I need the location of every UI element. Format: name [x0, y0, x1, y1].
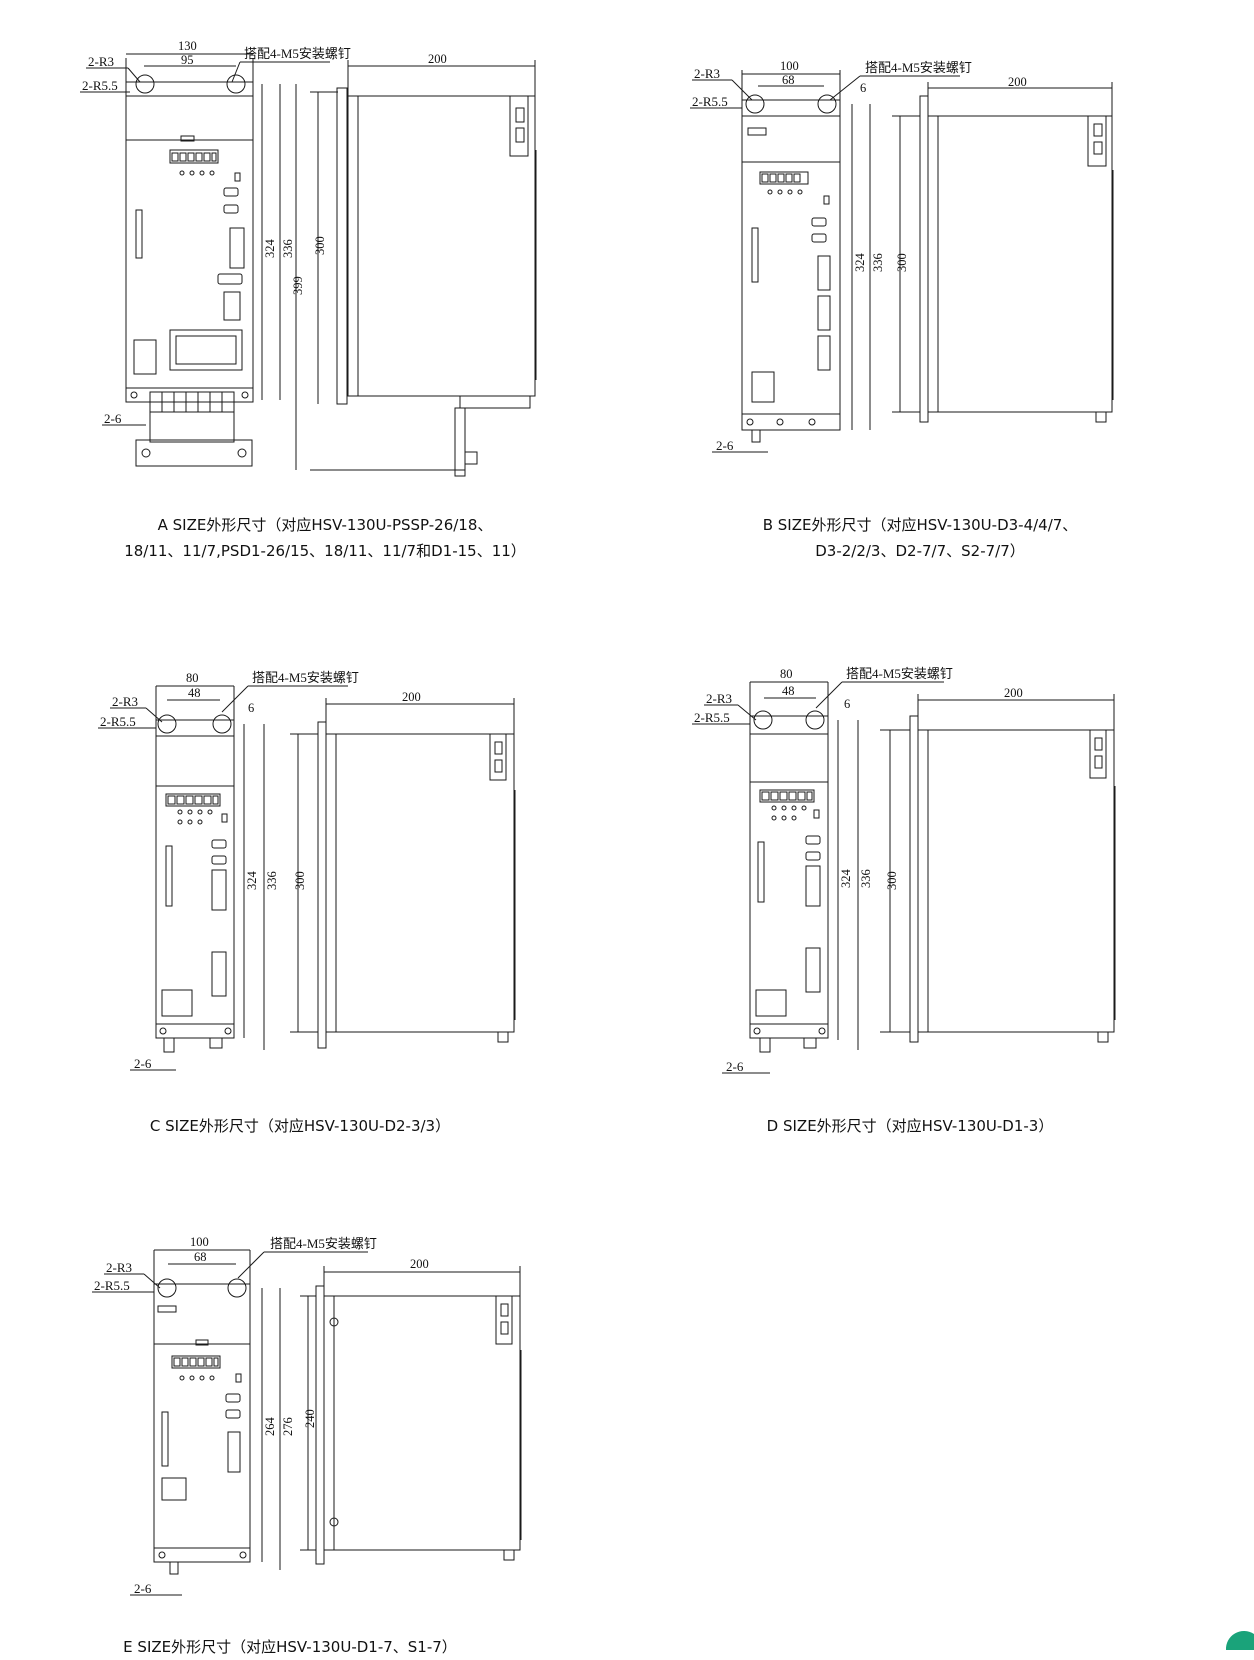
e-h1: 264: [263, 1417, 277, 1437]
corner-accent-mark: [1225, 1630, 1254, 1650]
d-h1: 324: [839, 869, 853, 889]
caption-c-line1: C SIZE外形尺寸（对应HSV-130U-D2-3/3）: [149, 1117, 451, 1135]
view-e-front: 100 68 搭配4-M5安装螺钉 2-R3 2-R5.5 2-6 264 27…: [92, 1235, 377, 1596]
c-width-outer: 80: [186, 671, 199, 685]
view-b-front: 100 68 搭配4-M5安装螺钉 6 2-R3 2-R5.5 2-6 324 …: [690, 59, 972, 453]
a-width-inner: 95: [181, 53, 194, 67]
view-a-front: 130 95 搭配4-M5安装螺钉 2-R3 2-R5.5 2-6: [80, 39, 351, 470]
c-depth-w: 200: [402, 690, 421, 704]
b-side: 6: [860, 81, 866, 95]
caption-a: A SIZE外形尺寸（对应HSV-130U-PSSP-26/18、 18/11、…: [60, 512, 590, 564]
d-bottom: 2-6: [726, 1059, 744, 1074]
b-width-outer: 100: [780, 59, 799, 73]
e-depth-w: 200: [410, 1257, 429, 1271]
e-h2: 276: [281, 1417, 295, 1436]
b-width-inner: 68: [782, 73, 795, 87]
d-r3: 2-R3: [706, 691, 732, 706]
b-mount-note: 搭配4-M5安装螺钉: [865, 60, 972, 75]
caption-b-line2: D3-2/2/3、D2-7/7、S2-7/7）: [815, 542, 1025, 560]
e-bottom: 2-6: [134, 1581, 152, 1596]
a-bottom: 2-6: [104, 411, 122, 426]
a-depth-w: 200: [428, 52, 447, 66]
d-depth-w: 200: [1004, 686, 1023, 700]
e-width-outer: 100: [190, 1235, 209, 1249]
caption-e: E SIZE外形尺寸（对应HSV-130U-D1-7、S1-7）: [70, 1634, 510, 1660]
view-b-side: 200 300: [892, 75, 1114, 423]
d-width-inner: 48: [782, 684, 795, 698]
c-h1: 324: [245, 871, 259, 891]
e-width-inner: 68: [194, 1250, 207, 1264]
b-h2: 336: [871, 253, 885, 272]
b-r3: 2-R3: [694, 66, 720, 81]
a-h3: 399: [291, 276, 305, 295]
d-width-outer: 80: [780, 667, 793, 681]
c-h2: 336: [265, 871, 279, 890]
caption-b: B SIZE外形尺寸（对应HSV-130U-D3-4/4/7、 D3-2/2/3…: [680, 512, 1160, 564]
e-r55: 2-R5.5: [94, 1278, 130, 1293]
d-h2: 336: [859, 869, 873, 888]
a-h2: 336: [281, 239, 295, 258]
view-d-front: 80 48 搭配4-M5安装螺钉 6 2-R3 2-R5.5 2-6 324 3…: [692, 666, 953, 1074]
e-r3: 2-R3: [106, 1260, 132, 1275]
a-r55: 2-R5.5: [82, 78, 118, 93]
a-mount-note: 搭配4-M5安装螺钉: [244, 46, 351, 61]
d-depth-h: 300: [885, 871, 899, 890]
c-mount-note: 搭配4-M5安装螺钉: [252, 670, 359, 685]
caption-c: C SIZE外形尺寸（对应HSV-130U-D2-3/3）: [90, 1113, 510, 1139]
b-h1: 324: [853, 253, 867, 273]
c-width-inner: 48: [188, 686, 201, 700]
e-mount-note: 搭配4-M5安装螺钉: [270, 1236, 377, 1251]
b-depth-h: 300: [895, 253, 909, 272]
e-depth-h: 240: [303, 1409, 317, 1428]
a-r3: 2-R3: [88, 54, 114, 69]
caption-a-line1: A SIZE外形尺寸（对应HSV-130U-PSSP-26/18、: [157, 516, 493, 534]
a-width-outer: 130: [178, 39, 197, 53]
d-r55: 2-R5.5: [694, 710, 730, 725]
c-r3: 2-R3: [112, 694, 138, 709]
caption-a-line2: 18/11、11/7,PSD1-26/15、18/11、11/7和D1-15、1…: [124, 542, 526, 560]
view-d-side: 200 300: [880, 686, 1116, 1043]
caption-d-line1: D SIZE外形尺寸（对应HSV-130U-D1-3）: [766, 1117, 1054, 1135]
b-bottom: 2-6: [716, 438, 734, 453]
d-side: 6: [844, 697, 850, 711]
c-bottom: 2-6: [134, 1056, 152, 1071]
view-c-front: 80 48 搭配4-M5安装螺钉 6 2-R3 2-R5.5 2-6 324 3…: [98, 670, 359, 1071]
view-e-side: 200 240: [300, 1257, 522, 1565]
view-a-side: 200 300: [310, 52, 537, 477]
d-mount-note: 搭配4-M5安装螺钉: [846, 666, 953, 681]
a-depth-h: 300: [313, 236, 327, 255]
b-depth-w: 200: [1008, 75, 1027, 89]
caption-b-line1: B SIZE外形尺寸（对应HSV-130U-D3-4/4/7、: [762, 516, 1078, 534]
b-r55: 2-R5.5: [692, 94, 728, 109]
caption-e-line1: E SIZE外形尺寸（对应HSV-130U-D1-7、S1-7）: [123, 1638, 457, 1656]
c-side: 6: [248, 701, 254, 715]
c-r55: 2-R5.5: [100, 714, 136, 729]
c-depth-h: 300: [293, 871, 307, 890]
view-c-side: 200 300: [290, 690, 516, 1049]
a-h1: 324: [263, 239, 277, 259]
caption-d: D SIZE外形尺寸（对应HSV-130U-D1-3）: [700, 1113, 1120, 1139]
